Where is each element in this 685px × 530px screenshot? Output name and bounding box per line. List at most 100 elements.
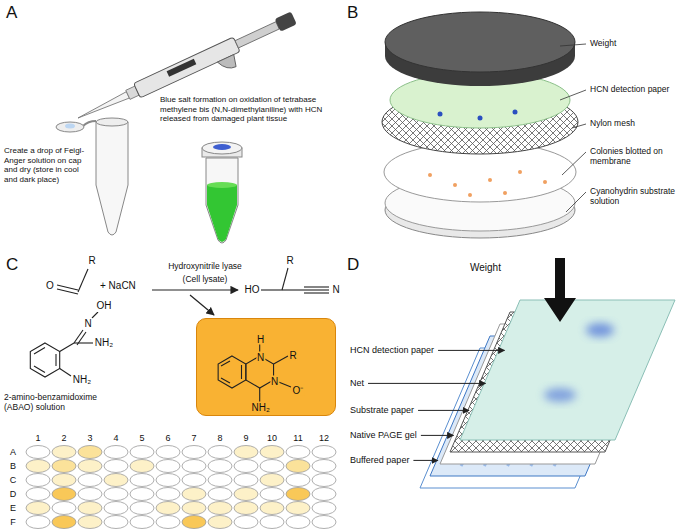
- plate-well: [260, 474, 284, 487]
- product-box: HNRNO⁻NH₂: [196, 318, 336, 416]
- callout-label: HCN detection paper: [590, 84, 682, 94]
- reaction-arrow: [152, 289, 238, 290]
- plate-well: [52, 488, 76, 501]
- chemical-bond: [304, 289, 329, 290]
- plate-well: [156, 474, 180, 487]
- plate-well: [182, 460, 206, 473]
- chemical-bond: [304, 292, 329, 293]
- plate-well: [78, 474, 102, 487]
- plate-well: [104, 488, 128, 501]
- plate-well: [260, 446, 284, 459]
- plate-well: [312, 474, 336, 487]
- chemical-bond: [57, 289, 78, 294]
- callout-label: 5: [139, 433, 144, 444]
- chemical-bond: [30, 343, 59, 377]
- leader-line: [560, 44, 586, 212]
- plate-well: [234, 502, 258, 515]
- chemical-bond: [221, 361, 230, 366]
- atom-label: R: [288, 350, 297, 361]
- plate-well: [182, 446, 206, 459]
- plate-well: [78, 502, 102, 515]
- plate-well: [130, 474, 154, 487]
- pipette: [217, 55, 238, 73]
- chemical-bond: [221, 378, 230, 383]
- callout-label: Colonies blotted on membrane: [590, 146, 682, 166]
- plate-well: [104, 446, 128, 459]
- callout-label: F: [10, 517, 16, 528]
- callout-label: Cyanohydrin substrate solution: [590, 186, 682, 206]
- callout-label: B: [10, 461, 16, 472]
- plate-well: [312, 516, 336, 529]
- closed-tube: [207, 182, 237, 188]
- chemical-bond: [60, 343, 74, 352]
- chemical-bond: [34, 366, 45, 373]
- plate-well: [156, 488, 180, 501]
- plate-well: [260, 460, 284, 473]
- closed-tube: [213, 144, 231, 150]
- closed-tube: [202, 142, 242, 243]
- callout-label: (Cell lysate): [183, 274, 228, 284]
- plate-well: [312, 502, 336, 515]
- weight-disc: [385, 12, 575, 86]
- detection-paper: [438, 112, 443, 117]
- plate-well: [26, 474, 50, 487]
- reaction-arrow: [190, 295, 214, 315]
- callout-label: Hydroxynitrile lyase: [168, 261, 242, 271]
- plate-well: [182, 516, 206, 529]
- stack-sheet: [460, 300, 675, 440]
- atom-label: N: [270, 376, 279, 387]
- open-tube: [56, 118, 128, 235]
- chemical-bond: [55, 354, 56, 366]
- plate-well: [260, 502, 284, 515]
- chemical-bond: [92, 312, 98, 318]
- leader-arrow: [438, 350, 504, 351]
- plate-well: [182, 488, 206, 501]
- pipette: [275, 11, 297, 31]
- membrane: [428, 173, 432, 177]
- pipette: [134, 37, 241, 98]
- blue-spot: [544, 388, 576, 402]
- open-tube: [96, 118, 128, 126]
- plate-well: [26, 516, 50, 529]
- plate-well: [78, 460, 102, 473]
- plate-well: [234, 460, 258, 473]
- plate-well: [52, 446, 76, 459]
- atom-label: HO: [244, 284, 261, 296]
- plate-well: [234, 474, 258, 487]
- weight-disc: [385, 12, 575, 72]
- callout-label: 8: [217, 433, 222, 444]
- chemical-bond: [282, 268, 288, 290]
- closed-tube: [202, 142, 242, 154]
- chemical-bond: [273, 356, 287, 364]
- leader-line: [566, 192, 586, 212]
- chemical-bond: [74, 342, 93, 343]
- chemical-bond: [259, 388, 260, 402]
- callout-label: A: [10, 447, 16, 458]
- callout-label: Weight: [470, 262, 501, 274]
- plate-well: [260, 516, 284, 529]
- plate-well: [130, 446, 154, 459]
- plate-well: [208, 474, 232, 487]
- atom-label: NH₂: [94, 337, 114, 349]
- plate-well: [78, 446, 102, 459]
- open-tube: [65, 124, 75, 129]
- plate-well: [52, 460, 76, 473]
- weight-arrow: [544, 258, 576, 322]
- plate-well: [286, 502, 310, 515]
- plate-well: [208, 446, 232, 459]
- layer-label: Buffered paper: [350, 455, 409, 466]
- callout-label: 2-amino-benzamidoxime (ABAO) solution: [4, 392, 124, 412]
- leader-arrow: [368, 383, 485, 384]
- callout-label: 10: [267, 433, 277, 444]
- plate-well: [286, 488, 310, 501]
- gel-stack: [420, 258, 675, 488]
- chemical-bond: [74, 330, 83, 343]
- plate-well: [130, 516, 154, 529]
- atom-label: NH₂: [72, 374, 92, 386]
- plate-well: [156, 460, 180, 473]
- callout-label: 4: [113, 433, 118, 444]
- plate-well: [156, 446, 180, 459]
- plate-well: [286, 516, 310, 529]
